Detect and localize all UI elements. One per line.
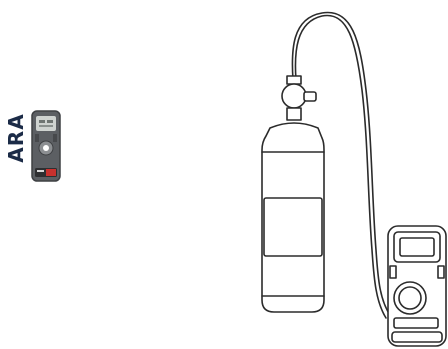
gas-cylinder-icon <box>262 123 324 312</box>
regulator-icon <box>282 76 316 120</box>
gas-detector-icon <box>388 226 446 346</box>
